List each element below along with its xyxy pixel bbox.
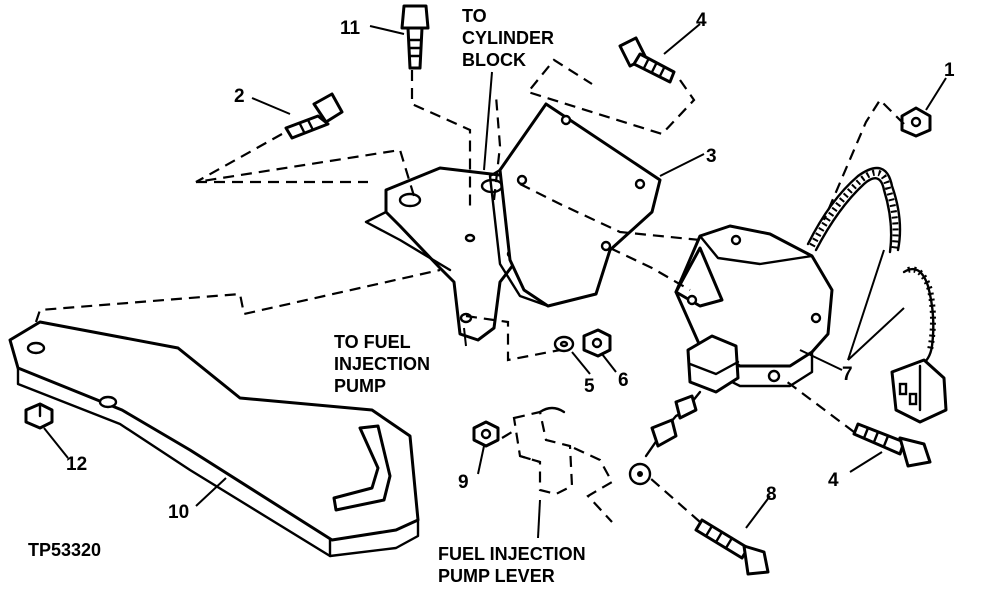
callout-7: 7: [842, 364, 853, 385]
label-fuel-injection-pump-lever-line1: FUEL INJECTION: [438, 544, 586, 564]
callout-9: 9: [458, 472, 469, 493]
label-to-cylinder-block-line1: TO: [462, 6, 487, 26]
nut-part-12: [24, 402, 54, 430]
plate-part-10: [8, 320, 420, 558]
washer-part-5: [553, 335, 575, 353]
bolt-part-11: [400, 4, 430, 70]
callout-10: 10: [168, 502, 189, 523]
label-fuel-injection-pump-lever-line2: PUMP LEVER: [438, 566, 555, 586]
callout-5: 5: [584, 376, 595, 397]
pump-lever-dashed: [512, 406, 574, 496]
mounting-bracket-lower: [364, 166, 522, 342]
text-labels: TO CYLINDER BLOCK TO FUEL INJECTION PUMP…: [28, 6, 586, 586]
callout-11: 11: [340, 18, 361, 39]
bolt-part-2: [284, 92, 344, 140]
callout-2: 2: [234, 86, 245, 107]
callout-1: 1: [944, 60, 955, 81]
callout-6: 6: [618, 370, 629, 391]
callout-8: 8: [766, 484, 777, 505]
label-to-cylinder-block-line2: CYLINDER: [462, 28, 554, 48]
callout-numbers: 1 2 3 4 4 5 6 7 8 9 10 11 12: [66, 10, 955, 523]
label-to-fuel-injection-pump-line1: TO FUEL: [334, 332, 411, 352]
bolt-part-8: [694, 518, 770, 576]
callout-3: 3: [706, 146, 717, 167]
assembly-lines: [34, 58, 905, 523]
bolt-part-4-top: [618, 36, 676, 84]
nut-part-9: [472, 420, 500, 448]
callout-12: 12: [66, 454, 87, 475]
callout-4-top: 4: [696, 10, 707, 31]
label-to-fuel-injection-pump-line2: INJECTION: [334, 354, 430, 374]
label-to-cylinder-block-line3: BLOCK: [462, 50, 526, 70]
fuel-shutoff-solenoid: [628, 224, 834, 486]
callout-4-bottom: 4: [828, 470, 839, 491]
leader-lines: [43, 23, 947, 539]
bolt-part-4-bottom: [852, 422, 932, 468]
figure-id: TP53320: [28, 540, 101, 560]
nut-part-6: [582, 328, 612, 358]
solenoid-plate-part-3: [488, 102, 662, 308]
nut-part-1: [900, 106, 932, 138]
label-to-fuel-injection-pump-line3: PUMP: [334, 376, 386, 396]
